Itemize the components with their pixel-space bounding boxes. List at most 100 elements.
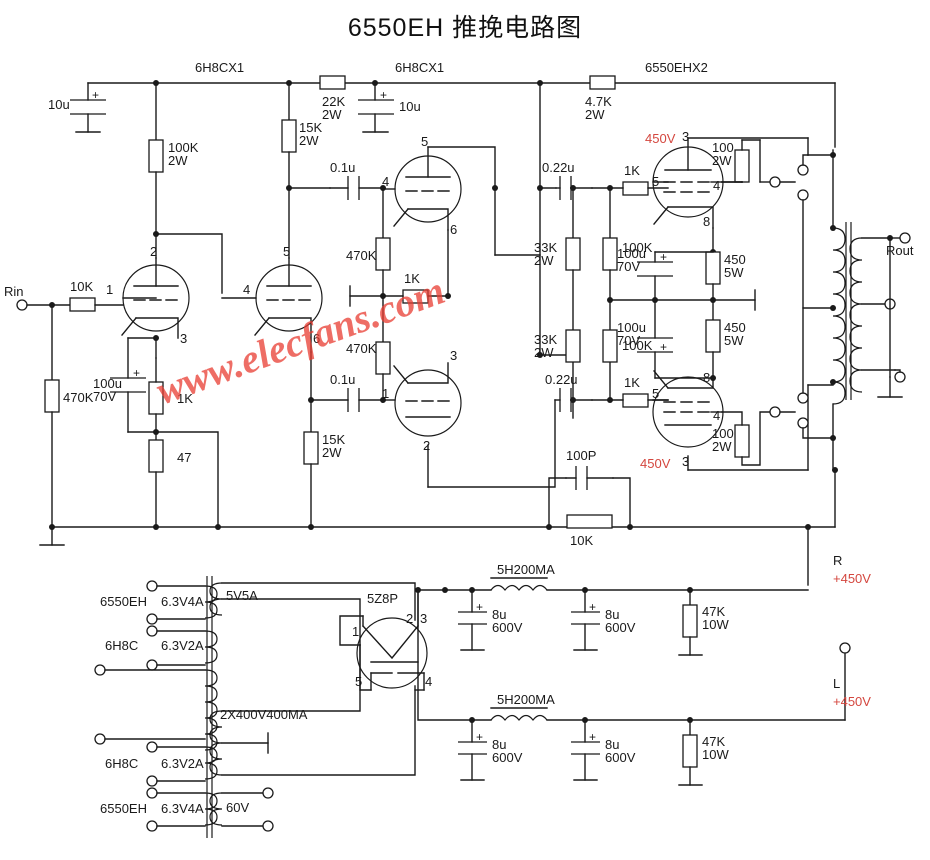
pin-rect-3-num: 3 xyxy=(420,611,427,626)
pin-v2b-3: 3 xyxy=(450,348,457,363)
resistor-1k-driver xyxy=(402,289,429,304)
label-r-450-top: 450 xyxy=(724,252,746,267)
label-r-47k-top: 47K xyxy=(702,604,725,619)
label-r-470k-bot: 470K xyxy=(346,341,377,356)
label-pt-w4-tube: 6550EH xyxy=(100,801,147,816)
label-r-15k-bot: 15K xyxy=(322,432,345,447)
pin-v4-3: 3 xyxy=(682,454,689,469)
pin-v4-4: 4 xyxy=(713,408,720,423)
label-pt-w2-tube: 6H8C xyxy=(105,638,138,653)
terminal-heater-5[interactable] xyxy=(146,741,158,753)
resistor-47-cathode xyxy=(148,439,164,473)
terminal-heater-2[interactable] xyxy=(146,613,158,625)
label-pt-w1-spec: 6.3V4A xyxy=(161,594,204,609)
terminal-heater-4[interactable] xyxy=(146,659,158,671)
label-450v-v3: 450V xyxy=(645,131,676,146)
label-rail-r: R xyxy=(833,553,842,568)
choke-top xyxy=(490,584,548,591)
pin-v2a-4: 4 xyxy=(382,174,389,189)
terminal-tap-b[interactable] xyxy=(797,189,809,201)
resistor-1k-cathode xyxy=(148,381,164,415)
label-r-450-top-watt: 5W xyxy=(724,265,744,280)
label-cap-10u-driver: 10u xyxy=(399,99,421,114)
terminal-60v-1[interactable] xyxy=(262,787,274,799)
terminal-rout[interactable] xyxy=(899,232,911,244)
label-choke-top: 5H200MA xyxy=(497,562,555,577)
terminal-heater-3[interactable] xyxy=(146,625,158,637)
label-r-15k-top-watt: 2W xyxy=(299,133,319,148)
resistor-47k-top xyxy=(682,604,698,638)
pin-rect-5-num: 5 xyxy=(355,674,362,689)
label-r-47k-top-watt: 10W xyxy=(702,617,729,632)
pt-coil-5 xyxy=(204,792,218,826)
resistor-470k-bot xyxy=(375,341,391,375)
pin-v1a-3: 3 xyxy=(180,331,187,346)
label-cap-polarity-3: + xyxy=(133,366,140,380)
resistor-100k-grid-top xyxy=(602,237,618,271)
terminal-tap-c[interactable] xyxy=(797,392,809,404)
resistor-100k-grid-bot xyxy=(602,329,618,363)
page-title: 6550EH 推挽电路图 xyxy=(347,14,583,42)
label-cap-0p22u-top: 0.22u xyxy=(542,160,575,175)
pin-rect-1-num: 1 xyxy=(352,624,359,639)
label-r-4k7: 4.7K xyxy=(585,94,612,109)
terminal-60v-2[interactable] xyxy=(262,820,274,832)
terminal-tap-d[interactable] xyxy=(797,417,809,429)
terminal-mains-2[interactable] xyxy=(94,733,106,745)
label-pt-w3-spec: 6.3V2A xyxy=(161,756,204,771)
label-cap-polarity-4: + xyxy=(660,250,667,264)
label-r-10k: 10K xyxy=(70,279,93,294)
terminal-heater-6[interactable] xyxy=(146,775,158,787)
label-r-470k-top: 470K xyxy=(346,248,377,263)
pin-v1b-5: 5 xyxy=(283,244,290,259)
terminal-tap-a[interactable] xyxy=(797,164,809,176)
label-cap-8u-b1: 8u xyxy=(492,737,506,752)
resistor-1k-grid-bot xyxy=(622,393,649,408)
label-rail-l: L xyxy=(833,676,840,691)
terminal-mains-1[interactable] xyxy=(94,664,106,676)
label-r-100-bot: 100 xyxy=(712,426,734,441)
pin-v2b-1: 1 xyxy=(382,386,389,401)
label-450v-v4: 450V xyxy=(640,456,671,471)
resistor-450-cathode-top xyxy=(705,251,721,285)
opt-primary xyxy=(832,227,846,405)
label-cap-8u-t1: 8u xyxy=(492,607,506,622)
label-choke-bot: 5H200MA xyxy=(497,692,555,707)
label-cap-0p1u-top: 0.1u xyxy=(330,160,355,175)
resistor-33k-bot xyxy=(565,329,581,363)
label-cap-pol-9: + xyxy=(589,730,596,744)
terminal-heater-1[interactable] xyxy=(146,580,158,592)
terminal-ut-bot[interactable] xyxy=(769,406,781,418)
label-r-33k-top: 33K xyxy=(534,240,557,255)
resistor-22k xyxy=(319,75,346,90)
label-cap-polarity-1: + xyxy=(92,88,99,102)
label-r-100-top-watt: 2W xyxy=(712,153,732,168)
label-rail-l-volt: +450V xyxy=(833,694,871,709)
label-cap-polarity-5: + xyxy=(660,340,667,354)
pt-coil-2 xyxy=(204,630,218,664)
resistor-4k7 xyxy=(589,75,616,90)
label-cap-100u-top-v: 70V xyxy=(617,259,640,274)
label-pt-w2-spec: 6.3V2A xyxy=(161,638,204,653)
label-r-450-bot: 450 xyxy=(724,320,746,335)
tube-rectifier-envelope xyxy=(356,617,428,689)
label-r-1k-grid-top: 1K xyxy=(624,163,640,178)
resistor-15k-v1b xyxy=(281,119,297,153)
pin-v2a-5: 5 xyxy=(421,134,428,149)
terminal-spk-gnd[interactable] xyxy=(894,371,906,383)
label-cap-10u-input: 10u xyxy=(48,97,70,112)
resistor-47k-bot xyxy=(682,734,698,768)
terminal-rin[interactable] xyxy=(16,299,28,311)
label-cap-100p: 100P xyxy=(566,448,596,463)
label-r-470k-input: 470K xyxy=(63,390,94,405)
terminal-heater-7[interactable] xyxy=(146,787,158,799)
terminal-heater-8[interactable] xyxy=(146,820,158,832)
pin-rect-2-num: 2 xyxy=(406,611,413,626)
terminal-rail-l[interactable] xyxy=(839,642,851,654)
choke-bot xyxy=(490,714,548,721)
terminal-ut-top[interactable] xyxy=(769,176,781,188)
label-r-22k-watt: 2W xyxy=(322,107,342,122)
label-r-1k-input: 1K xyxy=(177,391,193,406)
pin-v1a-1: 1 xyxy=(106,282,113,297)
